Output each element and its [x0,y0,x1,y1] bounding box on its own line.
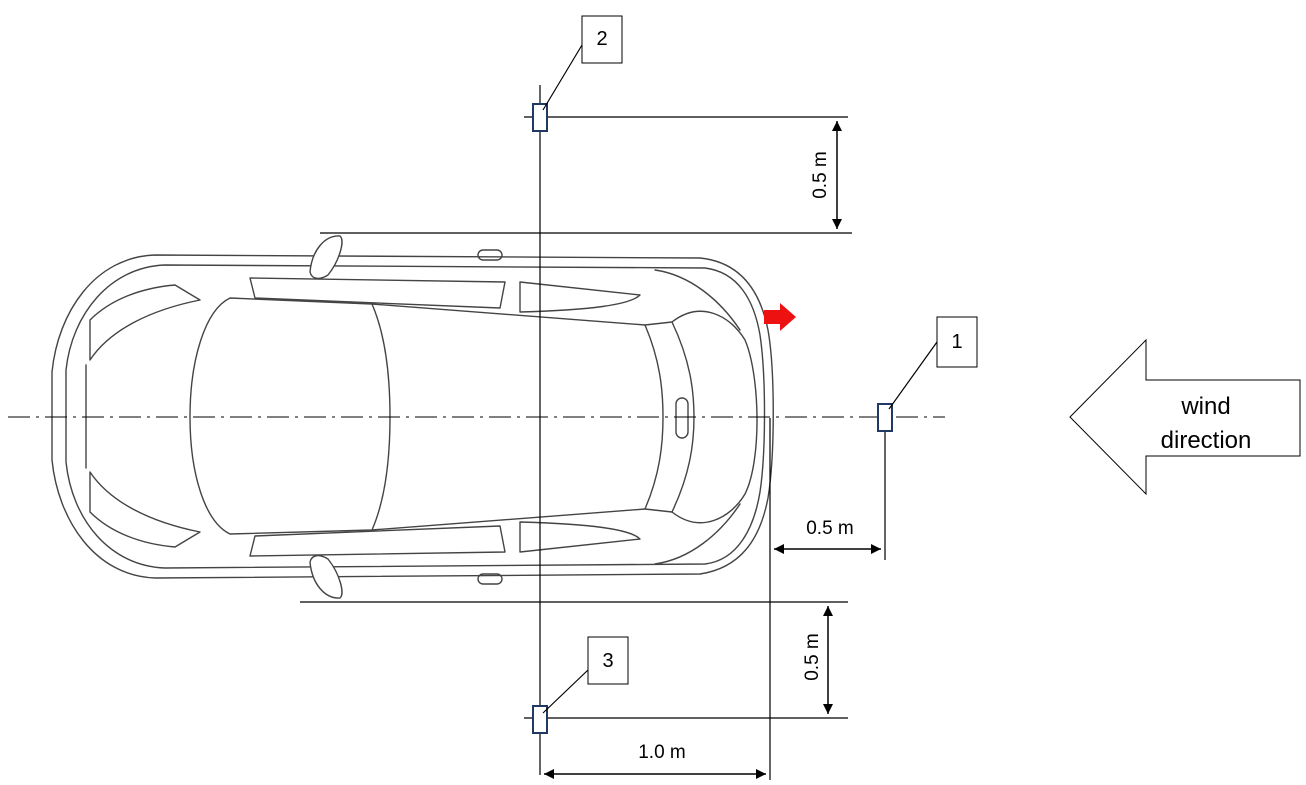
car-side-window [249,525,506,557]
car-mirror-left [309,235,343,280]
wind-direction-arrow [1069,338,1301,496]
car-top-view [51,235,774,599]
wind-direction-label-line2: direction [1161,427,1252,454]
sensor-1-label-box [936,316,978,368]
car-side-window [519,281,641,313]
car-mirror-right [309,554,343,599]
car-body-inner-line [65,264,766,569]
car-bonnet-line [654,269,741,331]
sensor-2-label-box [581,15,623,64]
car-rear-detail [89,284,201,361]
sensor-1-leader-line [888,341,938,410]
car-side-window [249,277,506,309]
car-door-handle [477,573,503,585]
sensor-3-marker [532,705,548,734]
sensor-2-marker [532,103,548,132]
dimension-label-top: 0.5 m [810,151,831,199]
sensor-1-label: 1 [951,331,962,353]
sensor-3-label: 3 [602,650,613,672]
sensor-2-leader-line [542,44,583,111]
dimension-label-longitudinal: 1.0 m [638,742,686,763]
sensor-3-label-box [587,636,629,685]
car-rear-detail [89,471,201,548]
car-bonnet-line [654,503,741,565]
car-roof [371,303,664,531]
car-body-outline [51,254,774,579]
vehicle-front-marker-arrow [764,303,796,331]
car-rear-window [189,297,391,535]
sensor-2-label: 2 [596,28,607,50]
wind-direction-label-line1: wind [1180,393,1230,420]
car-door-handle [477,249,503,261]
car-side-window [519,521,641,553]
car-washer-slot [675,397,689,439]
sensor-1-marker [877,403,893,432]
dimension-label-bottom: 0.5 m [802,633,823,681]
dimension-label-front: 0.5 m [806,518,854,539]
sensor-3-leader-line [542,669,589,714]
